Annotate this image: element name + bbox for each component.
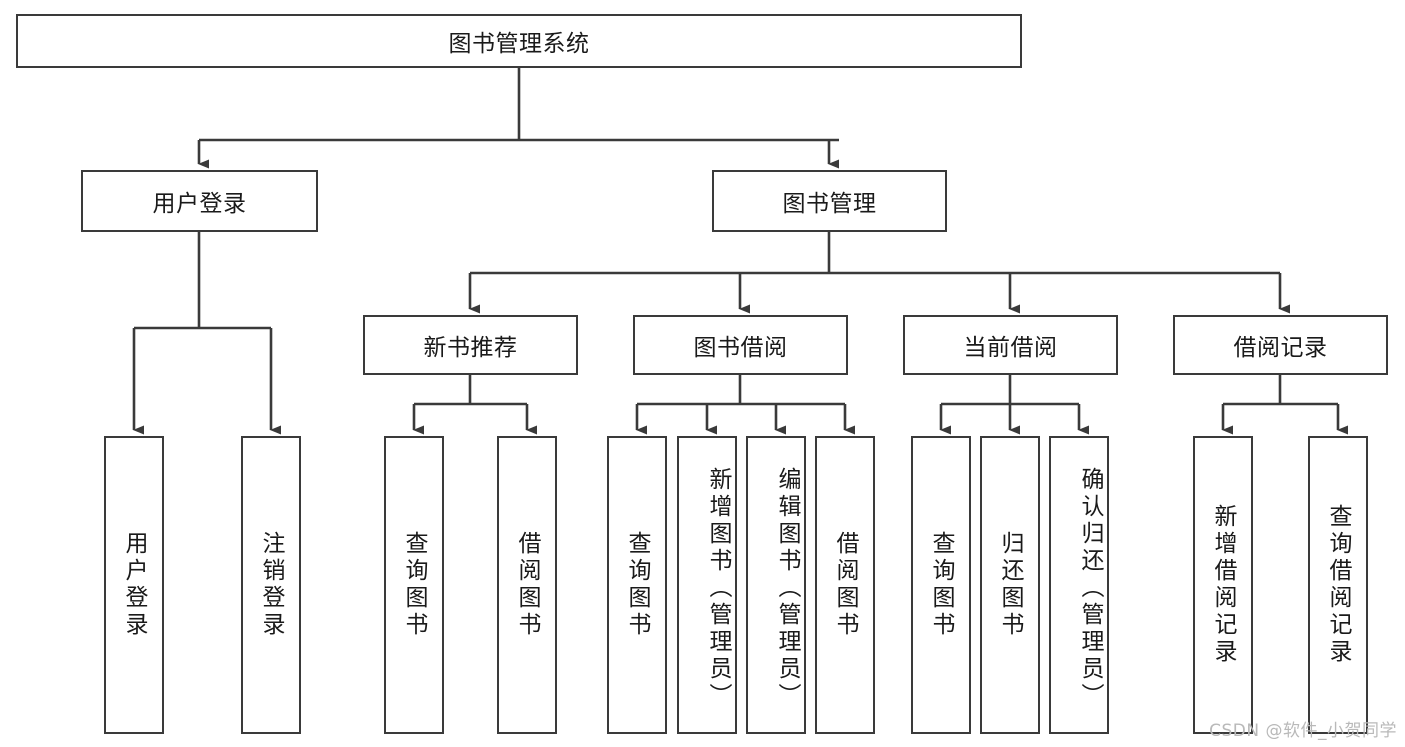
node-root[interactable]: 图书管理系统 xyxy=(16,14,1022,68)
leaf-label: 借阅图书 xyxy=(514,531,540,639)
leaf-label: 新增借阅记录 xyxy=(1210,504,1236,666)
leaf-label: 用户登录 xyxy=(121,531,147,639)
node-book-borrow-label: 图书借阅 xyxy=(693,335,788,361)
leaf-label: 新增图书（管理员） xyxy=(705,466,731,710)
leaf-new-book-2[interactable]: 借阅图书 xyxy=(497,436,557,734)
node-borrow-record-label: 借阅记录 xyxy=(1233,335,1328,361)
leaf-user-login-1[interactable]: 用户登录 xyxy=(104,436,164,734)
node-book-manage-label: 图书管理 xyxy=(782,191,877,217)
csdn-watermark: CSDN @软件_小贺同学 xyxy=(1209,721,1397,741)
leaf-label: 归还图书 xyxy=(997,531,1023,639)
leaf-label: 编辑图书（管理员） xyxy=(774,466,800,710)
node-user-login[interactable]: 用户登录 xyxy=(81,170,318,232)
leaf-book-borrow-4[interactable]: 借阅图书 xyxy=(815,436,875,734)
node-book-manage[interactable]: 图书管理 xyxy=(712,170,947,232)
leaf-label: 借阅图书 xyxy=(832,531,858,639)
leaf-current-borrow-1[interactable]: 查询图书 xyxy=(911,436,971,734)
leaf-borrow-record-1[interactable]: 新增借阅记录 xyxy=(1193,436,1253,734)
node-user-login-label: 用户登录 xyxy=(152,191,247,217)
leaf-label: 查询图书 xyxy=(624,531,650,639)
leaf-label: 注销登录 xyxy=(258,531,284,639)
leaf-book-borrow-2[interactable]: 新增图书（管理员） xyxy=(677,436,737,734)
leaf-book-borrow-3[interactable]: 编辑图书（管理员） xyxy=(746,436,806,734)
node-root-label: 图书管理系统 xyxy=(448,31,590,57)
node-new-book-label: 新书推荐 xyxy=(423,335,518,361)
leaf-user-login-2[interactable]: 注销登录 xyxy=(241,436,301,734)
leaf-new-book-1[interactable]: 查询图书 xyxy=(384,436,444,734)
leaf-label: 查询借阅记录 xyxy=(1325,504,1351,666)
leaf-current-borrow-3[interactable]: 确认归还（管理员） xyxy=(1049,436,1109,734)
leaf-label: 查询图书 xyxy=(928,531,954,639)
leaf-label: 查询图书 xyxy=(401,531,427,639)
node-borrow-record[interactable]: 借阅记录 xyxy=(1173,315,1388,375)
leaf-label: 确认归还（管理员） xyxy=(1077,466,1103,710)
node-current-borrow-label: 当前借阅 xyxy=(963,335,1058,361)
leaf-borrow-record-2[interactable]: 查询借阅记录 xyxy=(1308,436,1368,734)
leaf-book-borrow-1[interactable]: 查询图书 xyxy=(607,436,667,734)
node-new-book[interactable]: 新书推荐 xyxy=(363,315,578,375)
node-book-borrow[interactable]: 图书借阅 xyxy=(633,315,848,375)
node-current-borrow[interactable]: 当前借阅 xyxy=(903,315,1118,375)
leaf-current-borrow-2[interactable]: 归还图书 xyxy=(980,436,1040,734)
